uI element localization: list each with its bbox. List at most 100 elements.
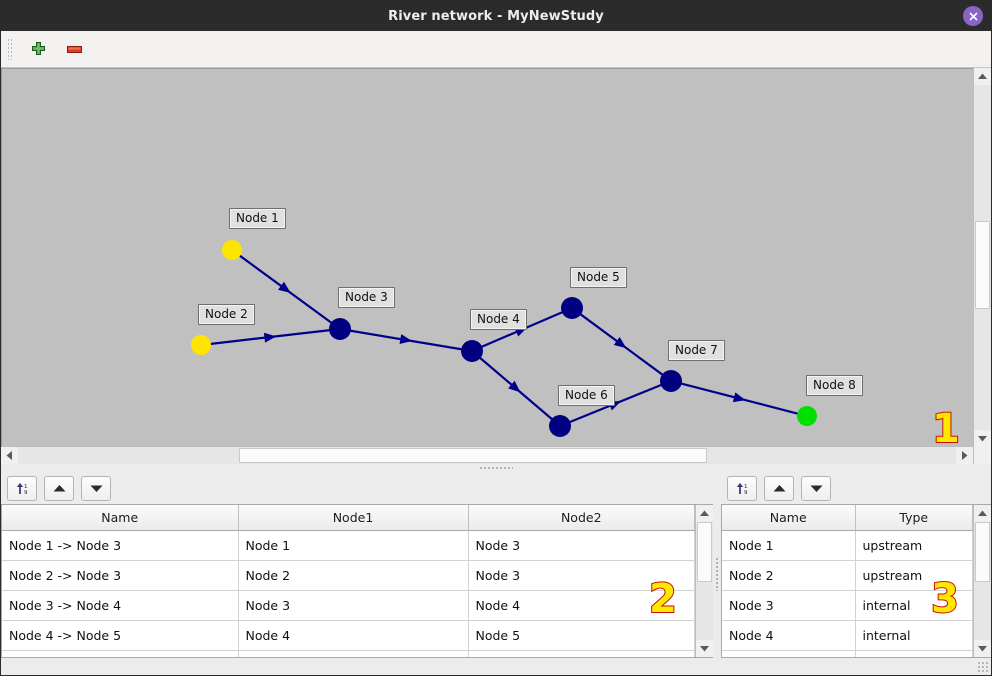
table-cell[interactable]: internal bbox=[855, 620, 973, 651]
graph-node[interactable] bbox=[461, 340, 483, 362]
reach-table-vscrollbar[interactable] bbox=[695, 505, 713, 657]
table-cell[interactable]: Node 4 bbox=[468, 590, 695, 621]
toolbar-grip[interactable] bbox=[7, 38, 13, 60]
hscroll-track[interactable] bbox=[18, 447, 956, 464]
canvas-hscrollbar[interactable] bbox=[1, 446, 973, 464]
graph-node-label[interactable]: Node 2 bbox=[198, 304, 255, 325]
node-scroll-up-button[interactable] bbox=[974, 505, 991, 522]
arrow-up-icon[interactable] bbox=[764, 475, 794, 501]
reach-toolbar: 1 9 bbox=[1, 472, 713, 504]
graph-node-label[interactable]: Node 1 bbox=[229, 208, 286, 229]
column-header[interactable]: Name bbox=[722, 505, 856, 531]
table-cell[interactable]: Node 3 bbox=[238, 590, 469, 621]
vscroll-track[interactable] bbox=[974, 85, 991, 430]
graph-node-label[interactable]: Node 4 bbox=[470, 309, 527, 330]
add-plus-icon[interactable] bbox=[25, 37, 51, 61]
graph-node[interactable] bbox=[797, 406, 817, 426]
table-cell bbox=[468, 650, 695, 657]
graph-node[interactable] bbox=[660, 370, 682, 392]
scroll-left-button[interactable] bbox=[1, 447, 18, 464]
network-canvas[interactable]: Node 1 Node 2 Node 3 Node 4 Node 5 Node 6 Node… bbox=[1, 68, 973, 446]
table-cell[interactable]: Node 3 bbox=[468, 530, 695, 561]
sort-ascending-icon[interactable]: 1 9 bbox=[7, 475, 37, 501]
graph-node[interactable] bbox=[549, 415, 571, 437]
close-icon[interactable] bbox=[963, 6, 983, 26]
scroll-down-button[interactable] bbox=[974, 430, 991, 447]
splitter-handle bbox=[479, 466, 513, 470]
column-header[interactable]: Node1 bbox=[238, 505, 469, 531]
table-cell[interactable]: Node 1 bbox=[238, 530, 469, 561]
node-table-vscrollbar[interactable] bbox=[973, 505, 991, 657]
node-scroll-down-button[interactable] bbox=[974, 640, 991, 657]
table-cell[interactable]: upstream bbox=[855, 560, 973, 591]
graph-node[interactable] bbox=[329, 318, 351, 340]
table-cell[interactable]: Node 5 bbox=[468, 620, 695, 651]
reach-scroll-down-button[interactable] bbox=[696, 640, 713, 657]
table-cell[interactable]: Node 4 -> Node 5 bbox=[2, 620, 239, 651]
reach-vscroll-thumb[interactable] bbox=[697, 522, 712, 582]
vertical-splitter[interactable] bbox=[713, 472, 721, 675]
table-cell[interactable]: Node 3 -> Node 4 bbox=[2, 590, 239, 621]
table-cell[interactable]: Node 3 bbox=[468, 560, 695, 591]
table-cell[interactable]: internal bbox=[855, 590, 973, 621]
table-cell[interactable]: Node 2 bbox=[238, 560, 469, 591]
graph-node-label[interactable]: Node 7 bbox=[668, 340, 725, 361]
table-cell[interactable]: Node 4 bbox=[238, 620, 469, 651]
window-resize-grip[interactable] bbox=[977, 661, 989, 673]
arrow-up-icon[interactable] bbox=[44, 475, 74, 501]
table-cell[interactable]: Node 1 -> Node 3 bbox=[2, 530, 239, 561]
graph-node-label[interactable]: Node 3 bbox=[338, 287, 395, 308]
reach-vscroll-track[interactable] bbox=[696, 522, 713, 640]
scroll-up-button[interactable] bbox=[974, 68, 991, 85]
graph-node[interactable] bbox=[222, 240, 242, 260]
canvas-vscrollbar[interactable] bbox=[973, 68, 991, 464]
table-cell[interactable]: Node 3 bbox=[722, 590, 856, 621]
table-cell[interactable]: Node 2 bbox=[722, 560, 856, 591]
node-vscroll-thumb[interactable] bbox=[975, 522, 990, 582]
node-vscroll-track[interactable] bbox=[974, 522, 991, 640]
table-cell[interactable]: Node 1 bbox=[722, 530, 856, 561]
table-row[interactable] bbox=[722, 650, 973, 657]
column-header[interactable]: Name bbox=[2, 505, 239, 531]
sort-ascending-icon[interactable]: 1 9 bbox=[727, 475, 757, 501]
graph-node[interactable] bbox=[191, 335, 211, 355]
graph-node-label[interactable]: Node 6 bbox=[558, 385, 615, 406]
horizontal-splitter[interactable] bbox=[1, 464, 991, 472]
table-cell[interactable]: Node 4 bbox=[722, 620, 856, 651]
hscroll-thumb[interactable] bbox=[239, 448, 707, 463]
graph-node[interactable] bbox=[561, 297, 583, 319]
arrow-down-icon[interactable] bbox=[801, 475, 831, 501]
reach-scroll-up-button[interactable] bbox=[696, 505, 713, 522]
remove-minus-icon[interactable] bbox=[61, 37, 87, 61]
column-header[interactable]: Type bbox=[855, 505, 973, 531]
graph-node-label[interactable]: Node 5 bbox=[570, 267, 627, 288]
arrow-down-icon[interactable] bbox=[81, 475, 111, 501]
table-cell[interactable]: Node 2 -> Node 3 bbox=[2, 560, 239, 591]
column-header[interactable]: Node2 bbox=[468, 505, 695, 531]
table-row[interactable] bbox=[2, 650, 695, 657]
scroll-right-button[interactable] bbox=[956, 447, 973, 464]
table-cell[interactable]: upstream bbox=[855, 530, 973, 561]
network-graph bbox=[191, 240, 817, 437]
graph-node-label[interactable]: Node 8 bbox=[806, 375, 863, 396]
graph-edge-arrow bbox=[732, 392, 746, 403]
vscroll-thumb[interactable] bbox=[975, 221, 990, 309]
